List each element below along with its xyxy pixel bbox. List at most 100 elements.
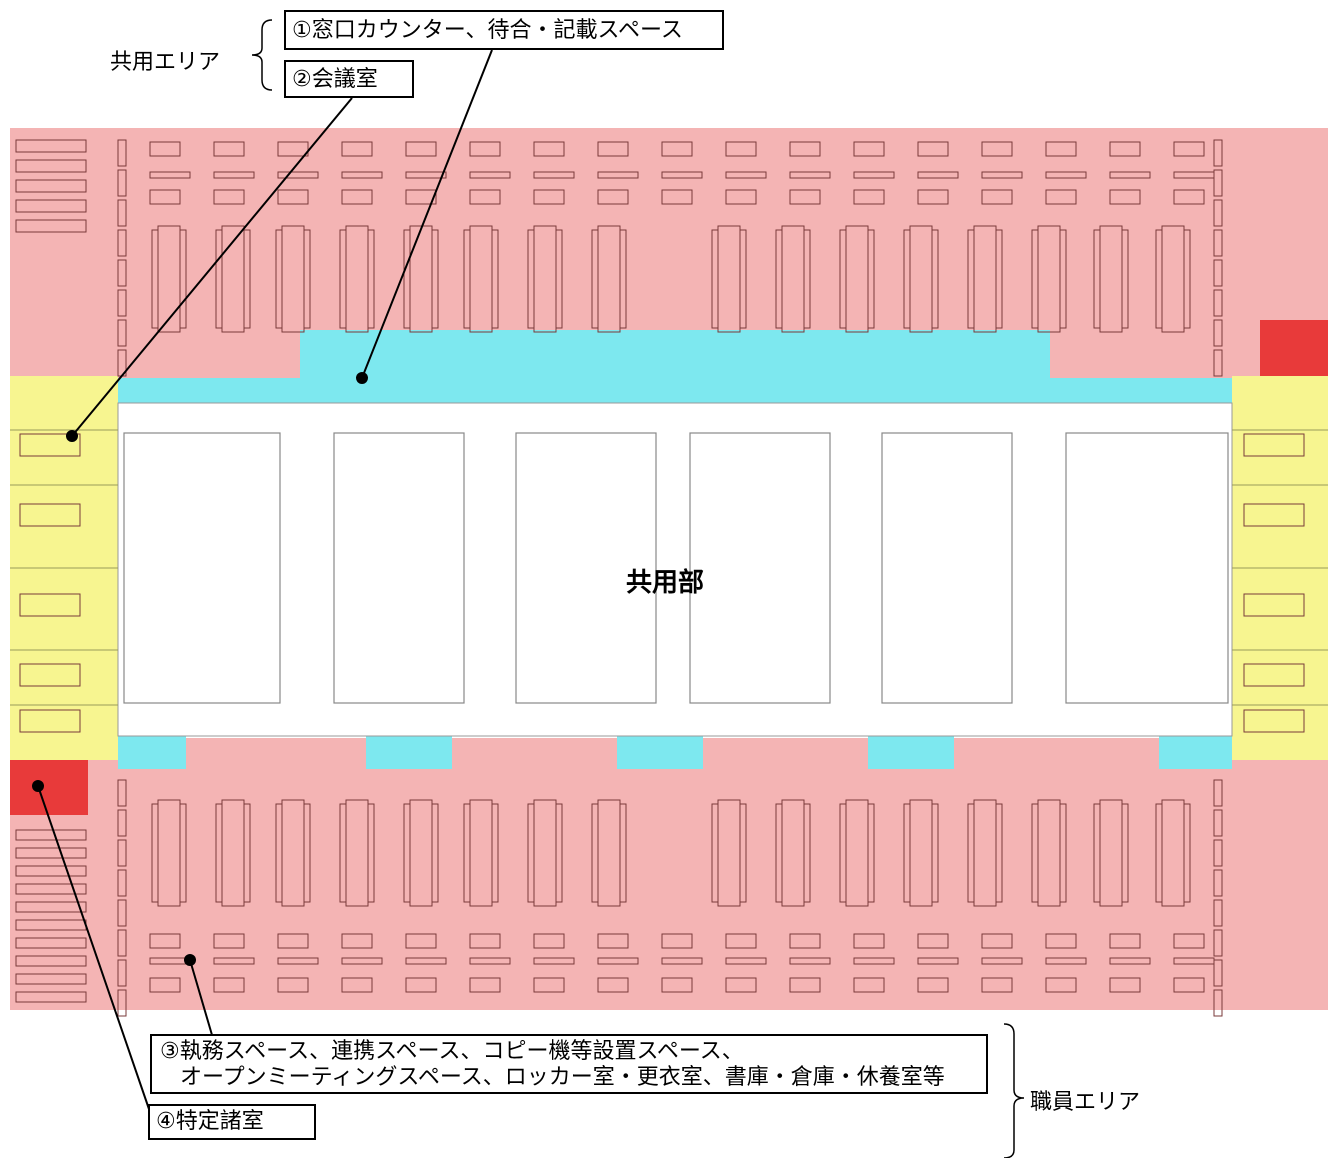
meeting-table	[19, 593, 81, 617]
chair-row	[739, 229, 747, 329]
chair-row	[1155, 229, 1163, 329]
furniture	[725, 141, 757, 157]
furniture	[405, 141, 437, 157]
storage	[15, 829, 87, 841]
counter-area-bottom-5	[1159, 736, 1232, 769]
side-cabinet	[117, 139, 127, 167]
furniture	[789, 189, 821, 205]
side-cabinet	[117, 289, 127, 317]
side-cabinet	[1213, 289, 1223, 317]
chair-row	[1183, 229, 1191, 329]
meeting-table	[1243, 433, 1305, 457]
furniture	[789, 933, 821, 949]
furniture	[533, 189, 565, 205]
chair-row	[339, 803, 347, 903]
meeting-table	[19, 433, 81, 457]
furniture	[213, 977, 245, 993]
chair-row	[903, 229, 911, 329]
side-cabinet	[1213, 809, 1223, 837]
furniture	[853, 933, 885, 949]
leader-dots	[32, 372, 368, 966]
cabinet-row	[789, 957, 831, 965]
cabinet-row	[1045, 957, 1087, 965]
counter-area-bottom-2	[366, 736, 452, 769]
chair-row	[179, 229, 187, 329]
cabinet-row	[981, 957, 1023, 965]
storage	[15, 219, 87, 233]
furniture	[277, 189, 309, 205]
cabinet-row	[533, 171, 575, 179]
chair-row	[179, 803, 187, 903]
side-cabinet	[117, 259, 127, 287]
cabinet-row	[1109, 957, 1151, 965]
furniture	[1173, 141, 1205, 157]
side-cabinet	[117, 169, 127, 197]
cabinet-row	[149, 171, 191, 179]
furniture	[597, 977, 629, 993]
void-5	[881, 432, 1013, 704]
side-cabinet	[117, 779, 127, 807]
furniture	[341, 189, 373, 205]
cabinet-row	[853, 957, 895, 965]
storage	[15, 865, 87, 877]
furniture	[1109, 933, 1141, 949]
chair-row	[803, 229, 811, 329]
furniture	[917, 189, 949, 205]
furniture	[853, 189, 885, 205]
cabinet-row	[213, 171, 255, 179]
furniture	[149, 189, 181, 205]
chair-row	[1093, 803, 1101, 903]
chair-row	[591, 229, 599, 329]
storage	[15, 847, 87, 859]
chair-row	[1155, 803, 1163, 903]
cabinet-row	[597, 171, 639, 179]
chair-row	[403, 229, 411, 329]
furniture	[661, 977, 693, 993]
furniture	[533, 933, 565, 949]
furniture	[789, 141, 821, 157]
void-3	[515, 432, 657, 704]
side-cabinet	[1213, 169, 1223, 197]
meeting-table	[19, 503, 81, 527]
chair-row	[491, 803, 499, 903]
chair-row	[967, 229, 975, 329]
chair-row	[303, 803, 311, 903]
side-cabinet	[1213, 229, 1223, 257]
side-cabinet	[1213, 259, 1223, 287]
chair-row	[739, 803, 747, 903]
chair-row	[367, 803, 375, 903]
legend-item-office: ③執務スペース、連携スペース、コピー機等設置スペース、 オープンミーティングスペ…	[150, 1034, 988, 1094]
furniture	[469, 141, 501, 157]
meeting-table	[1243, 709, 1305, 733]
side-cabinet	[117, 839, 127, 867]
storage	[15, 883, 87, 895]
furniture	[213, 189, 245, 205]
staff-area-group-label: 職員エリア	[1030, 1090, 1141, 1115]
furniture	[405, 977, 437, 993]
chair-row	[619, 229, 627, 329]
chair-row	[1031, 803, 1039, 903]
furniture	[789, 977, 821, 993]
side-cabinet	[117, 989, 127, 1017]
furniture	[149, 933, 181, 949]
cabinet-row	[469, 957, 511, 965]
furniture	[341, 933, 373, 949]
furniture	[1173, 933, 1205, 949]
cabinet-row	[405, 957, 447, 965]
furniture	[1045, 189, 1077, 205]
furniture	[917, 977, 949, 993]
chair-row	[775, 229, 783, 329]
brace-staff	[1003, 1023, 1025, 1158]
chair-row	[931, 229, 939, 329]
furniture	[1045, 933, 1077, 949]
cabinet-row	[277, 957, 319, 965]
cabinet-row	[853, 171, 895, 179]
brace-shared	[251, 19, 273, 91]
cabinet-row	[277, 171, 319, 179]
chair-row	[215, 803, 223, 903]
chair-row	[527, 803, 535, 903]
furniture	[149, 141, 181, 157]
side-cabinet	[1213, 959, 1223, 987]
side-cabinet	[117, 869, 127, 897]
